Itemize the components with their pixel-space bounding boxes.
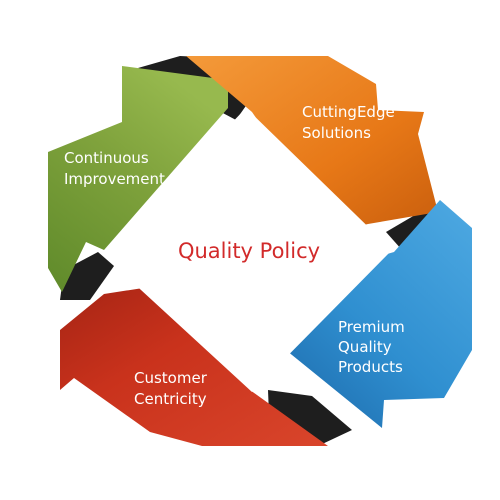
center-title: Quality Policy [178, 239, 320, 263]
red-arrow-segment [60, 284, 328, 446]
green-arrow-segment [48, 66, 228, 292]
green-label-line-1: Continuous [64, 149, 149, 167]
orange-segment-label: CuttingEdge Solutions [302, 103, 399, 142]
orange-label-line-1: CuttingEdge [302, 103, 395, 121]
blue-arrow-segment [276, 200, 472, 428]
orange-label-line-2: Solutions [302, 124, 371, 142]
blue-segment-label: Premium Quality Products [338, 318, 410, 376]
blue-label-line-3: Products [338, 358, 403, 376]
orange-arrow-segment [186, 56, 438, 232]
blue-label-line-2: Quality [338, 338, 392, 356]
center-diamond [104, 108, 392, 392]
fold-shadow-left [60, 252, 114, 300]
green-segment-label: Continuous Improvement [64, 149, 165, 188]
blue-label-line-1: Premium [338, 318, 405, 336]
red-label-line-1: Customer [134, 369, 208, 387]
green-label-line-2: Improvement [64, 170, 165, 188]
red-label-line-2: Centricity [134, 390, 207, 408]
red-segment-label: Customer Centricity [134, 369, 212, 408]
